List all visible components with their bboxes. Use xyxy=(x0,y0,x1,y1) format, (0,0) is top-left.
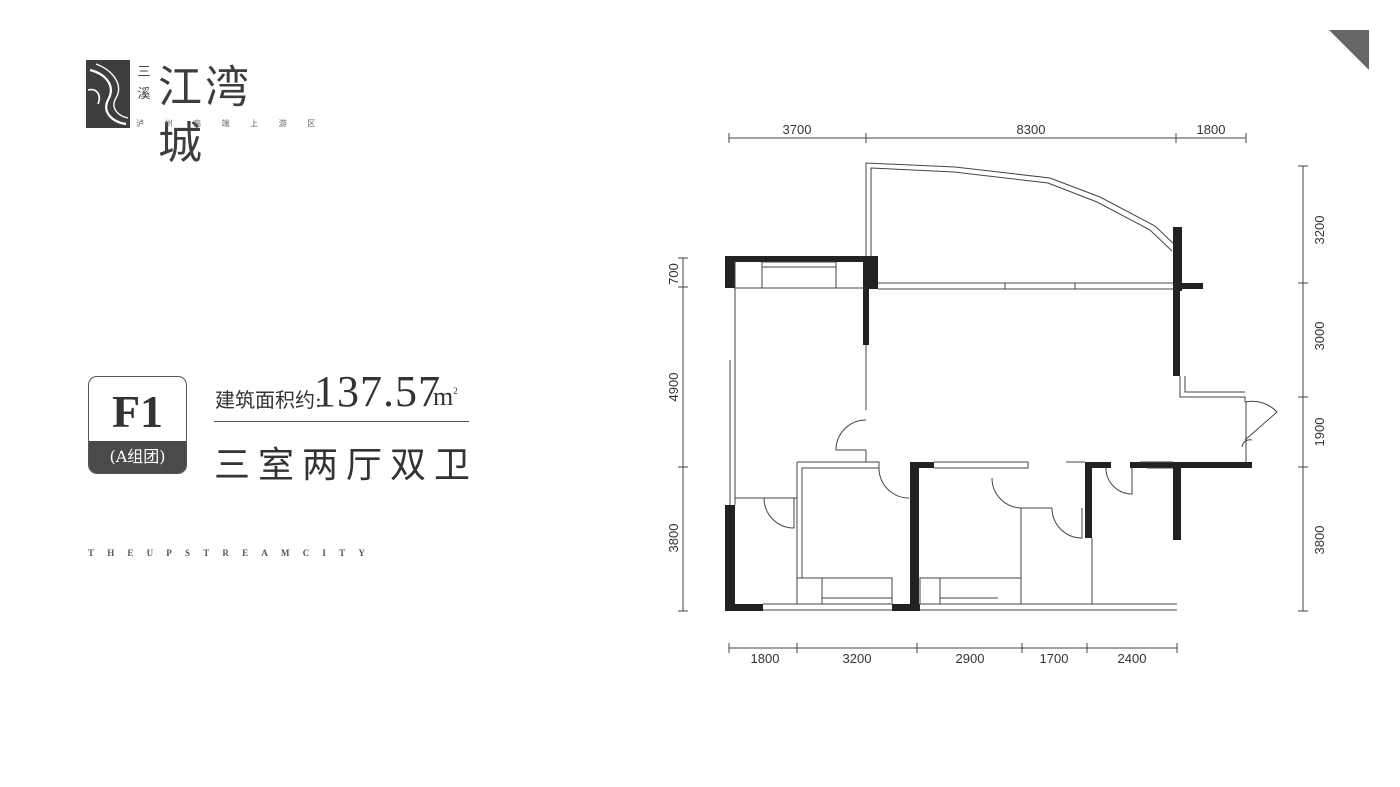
dim-bottom-4: 1700 xyxy=(1040,651,1069,666)
dim-left-3: 3800 xyxy=(666,524,681,553)
divider-rule xyxy=(214,421,469,422)
walls xyxy=(725,227,1252,611)
dimension-lines xyxy=(678,133,1308,653)
layout-type: 三室两厅双卫 xyxy=(214,445,479,486)
dim-top-2: 8300 xyxy=(1017,122,1046,137)
logo-vertical-prefix: 三 溪 xyxy=(136,62,152,106)
swirl-logo-icon xyxy=(86,60,130,128)
dim-right-2: 3000 xyxy=(1312,322,1327,351)
unit-code: F1 xyxy=(111,386,164,437)
dim-top-3: 1800 xyxy=(1197,122,1226,137)
logo-prefix-char-1: 三 xyxy=(137,65,151,80)
area-unit: m2 xyxy=(433,382,458,412)
dim-bottom-2: 3200 xyxy=(843,651,872,666)
slogan: THEUPSTREAMCITY xyxy=(88,548,379,558)
dim-bottom-1: 1800 xyxy=(751,651,780,666)
interior-lines xyxy=(729,261,1278,611)
corner-triangle-icon xyxy=(1329,30,1369,70)
dim-right-3: 1900 xyxy=(1312,418,1327,447)
dim-right-1: 3200 xyxy=(1312,216,1327,245)
area-value: 137.57 xyxy=(314,367,441,416)
brand-logo: 三 溪 江湾城 泸 州 高 端 上 游 区 xyxy=(86,60,315,169)
logo-prefix-char-2: 溪 xyxy=(137,87,151,102)
area-label: 建筑面积约: xyxy=(215,388,322,412)
area-unit-base: m xyxy=(433,382,454,411)
logo-tagline: 泸 州 高 端 上 游 区 xyxy=(136,119,325,128)
dim-bottom-5: 2400 xyxy=(1118,651,1147,666)
unit-group: (A组团) xyxy=(89,441,186,473)
dim-bottom-3: 2900 xyxy=(956,651,985,666)
dim-top-1: 3700 xyxy=(783,122,812,137)
balcony-outline xyxy=(865,162,1177,283)
dim-right-4: 3800 xyxy=(1312,526,1327,555)
unit-badge: F1 (A组团) xyxy=(88,376,187,474)
area-unit-sup: 2 xyxy=(453,386,458,396)
logo-name: 江湾城 xyxy=(158,62,252,169)
dim-left-1: 700 xyxy=(666,263,681,285)
dim-left-2: 4900 xyxy=(666,373,681,402)
